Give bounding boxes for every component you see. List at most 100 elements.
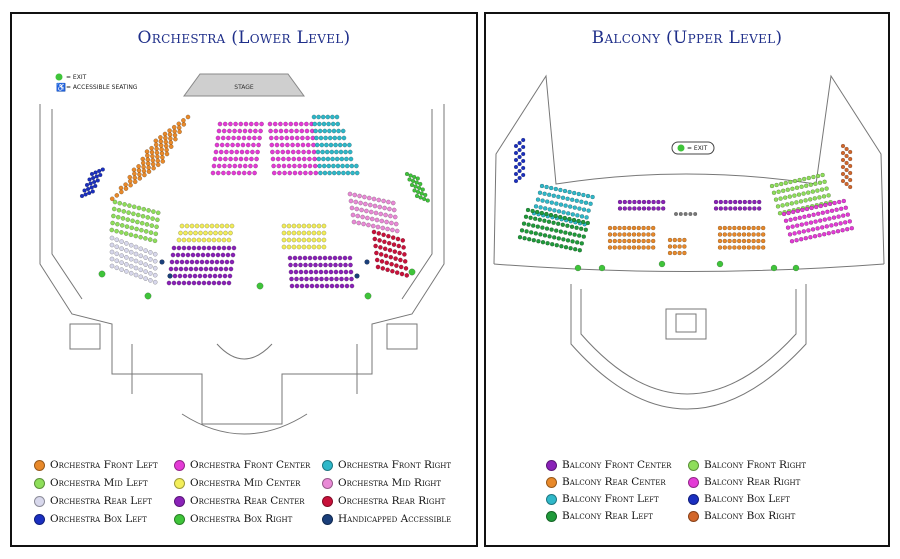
seat[interactable]: [111, 213, 116, 219]
seat[interactable]: [389, 261, 394, 267]
seat[interactable]: [146, 165, 151, 170]
seat[interactable]: [296, 244, 302, 250]
seat[interactable]: [192, 273, 198, 279]
seat[interactable]: [829, 208, 835, 214]
seat[interactable]: [822, 179, 827, 185]
seat[interactable]: [806, 213, 812, 219]
seat[interactable]: [372, 203, 378, 209]
seat[interactable]: [85, 186, 91, 192]
seat[interactable]: [138, 260, 144, 266]
seat[interactable]: [124, 224, 130, 229]
seat[interactable]: [650, 232, 656, 237]
seat[interactable]: [747, 199, 752, 205]
seat[interactable]: [158, 139, 164, 144]
seat[interactable]: [293, 269, 299, 275]
seat[interactable]: [364, 259, 370, 265]
seat[interactable]: [775, 204, 781, 209]
seat[interactable]: [316, 230, 322, 236]
seat[interactable]: [413, 184, 418, 189]
seat[interactable]: [204, 259, 210, 265]
seat[interactable]: [183, 266, 189, 272]
seat[interactable]: [320, 149, 325, 155]
seat[interactable]: [583, 200, 589, 206]
seat[interactable]: [301, 230, 307, 236]
seat[interactable]: [154, 224, 159, 230]
seat[interactable]: [248, 121, 254, 127]
seat[interactable]: [791, 209, 796, 215]
seat[interactable]: [840, 164, 846, 170]
seat[interactable]: [797, 230, 802, 235]
seat[interactable]: [339, 283, 345, 289]
seat[interactable]: [736, 232, 742, 237]
seat[interactable]: [840, 143, 846, 149]
seat[interactable]: [404, 171, 410, 177]
seat[interactable]: [347, 142, 352, 148]
seat[interactable]: [122, 202, 127, 207]
seat[interactable]: [186, 245, 192, 251]
seat[interactable]: [93, 183, 98, 189]
seat[interactable]: [129, 225, 135, 231]
seat[interactable]: [419, 191, 424, 196]
seat[interactable]: [198, 230, 203, 236]
seat[interactable]: [577, 206, 582, 211]
seat[interactable]: [224, 259, 230, 265]
seat[interactable]: [197, 273, 203, 279]
seat[interactable]: [622, 232, 627, 237]
seat[interactable]: [341, 170, 346, 176]
seat[interactable]: [792, 178, 798, 184]
seat[interactable]: [286, 244, 292, 250]
seat[interactable]: [547, 234, 552, 239]
seat[interactable]: [134, 226, 139, 232]
seat[interactable]: [331, 170, 337, 176]
seat[interactable]: [311, 230, 317, 236]
seat[interactable]: [279, 142, 285, 148]
seat[interactable]: [271, 163, 276, 169]
seat[interactable]: [840, 150, 846, 156]
seat[interactable]: [386, 233, 391, 239]
seat[interactable]: [646, 199, 652, 205]
seat[interactable]: [302, 163, 308, 169]
seat[interactable]: [598, 264, 606, 272]
seat[interactable]: [823, 202, 828, 208]
seat[interactable]: [631, 245, 637, 250]
seat[interactable]: [632, 206, 637, 211]
seat[interactable]: [742, 199, 747, 205]
seat[interactable]: [513, 143, 519, 149]
seat[interactable]: [226, 237, 232, 243]
seat[interactable]: [219, 223, 225, 229]
seat[interactable]: [732, 245, 737, 250]
seat[interactable]: [292, 163, 297, 169]
seat[interactable]: [524, 229, 529, 234]
seat[interactable]: [196, 245, 202, 251]
seat[interactable]: [147, 237, 153, 242]
seat[interactable]: [540, 225, 545, 230]
seat[interactable]: [570, 239, 575, 244]
seat[interactable]: [646, 245, 651, 250]
seat[interactable]: [420, 187, 425, 192]
seat[interactable]: [817, 180, 823, 186]
seat[interactable]: [295, 142, 301, 148]
seat[interactable]: [612, 225, 618, 231]
seat[interactable]: [283, 121, 288, 127]
seat[interactable]: [331, 128, 337, 134]
seat[interactable]: [185, 252, 191, 258]
seat[interactable]: [179, 223, 185, 229]
seat[interactable]: [425, 198, 430, 203]
seat[interactable]: [252, 170, 257, 176]
seat[interactable]: [274, 142, 280, 148]
seat[interactable]: [567, 189, 572, 195]
seat[interactable]: [351, 219, 357, 225]
seat[interactable]: [311, 237, 317, 243]
seat[interactable]: [189, 223, 195, 229]
seat[interactable]: [367, 202, 373, 208]
seat[interactable]: [312, 121, 318, 127]
seat[interactable]: [820, 225, 825, 230]
seat[interactable]: [118, 185, 124, 191]
seat[interactable]: [513, 178, 519, 184]
seat[interactable]: [196, 237, 202, 243]
seat[interactable]: [622, 245, 627, 250]
seat[interactable]: [214, 223, 220, 229]
seat[interactable]: [656, 199, 661, 205]
seat[interactable]: [349, 283, 355, 289]
seat[interactable]: [241, 135, 247, 141]
